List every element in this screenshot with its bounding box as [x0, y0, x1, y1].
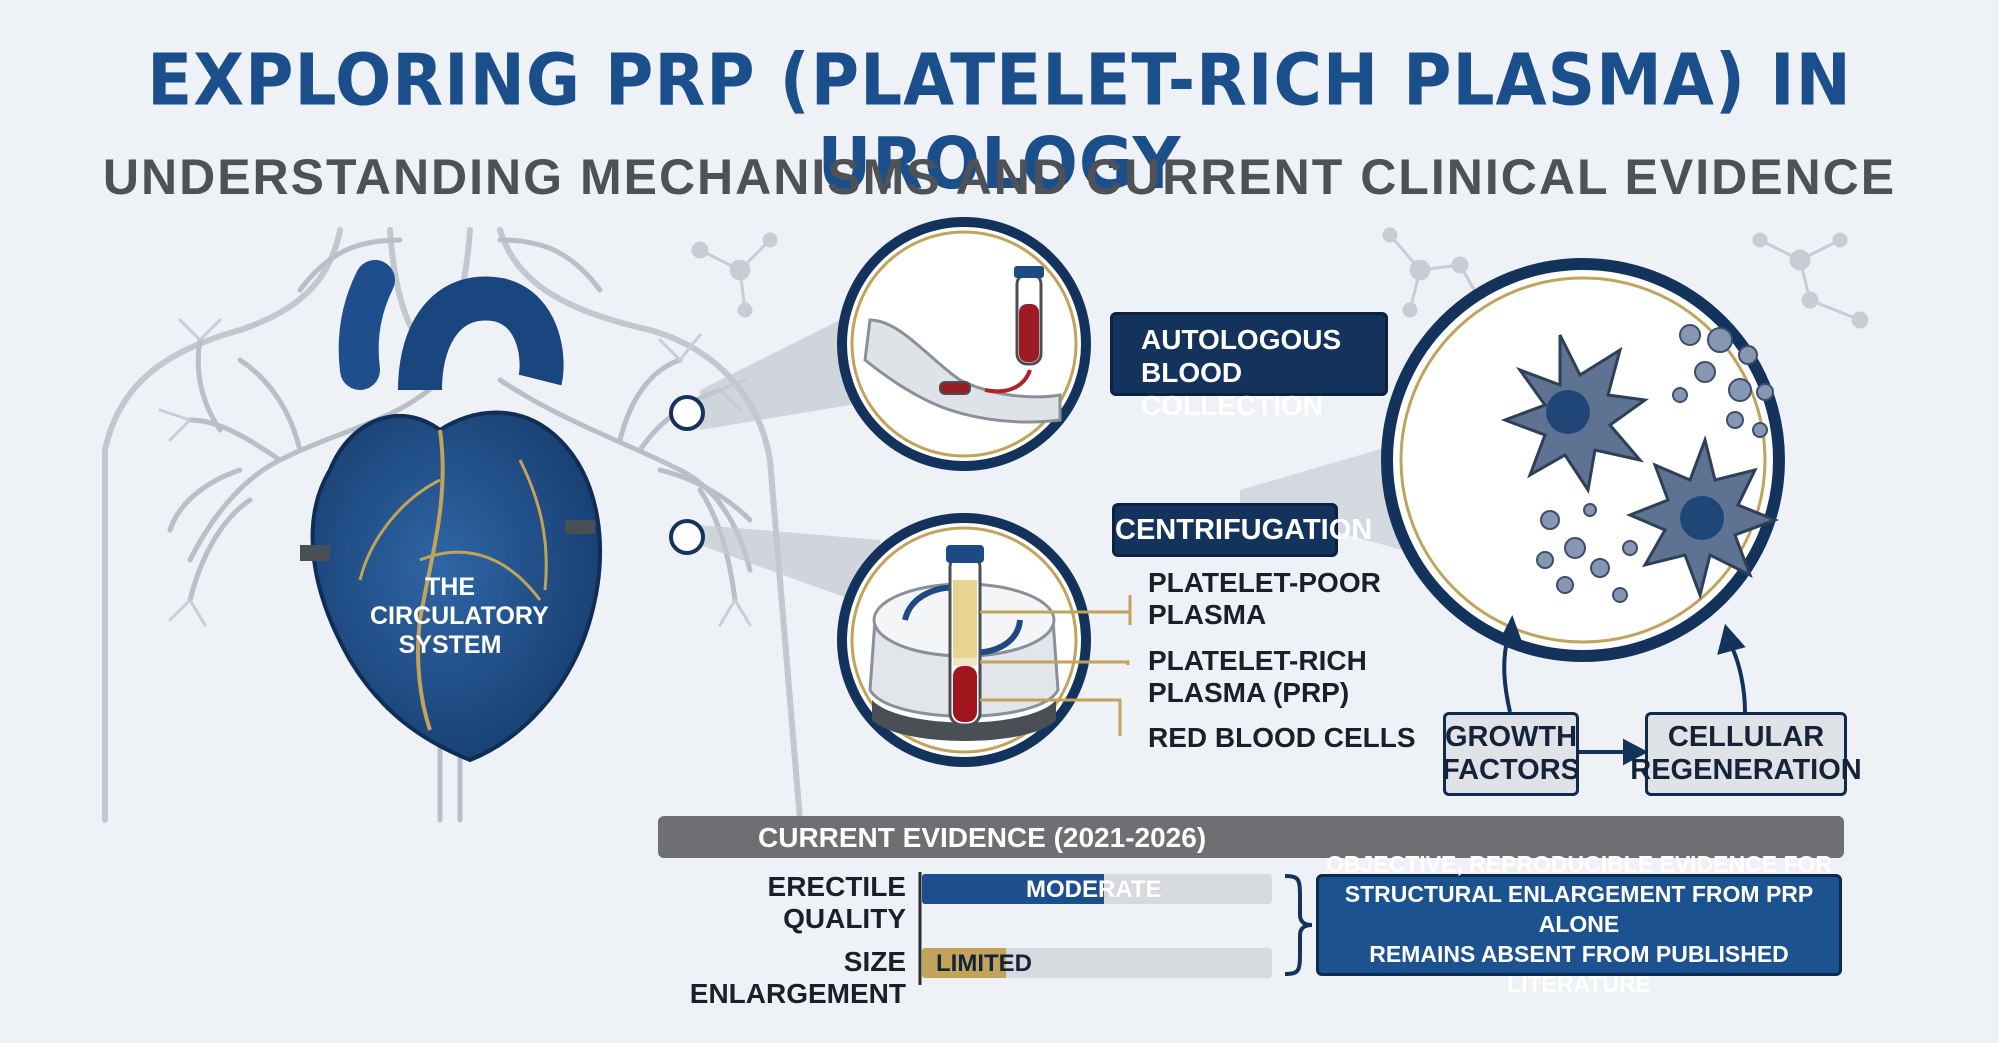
- erectile-quality-track: MODERATE: [922, 874, 1272, 904]
- centrifuge-icon: [837, 513, 1091, 767]
- blood-collection-line-2: BLOOD COLLECTION: [1141, 357, 1323, 422]
- hotspot-lower: [669, 519, 705, 555]
- regen-line-2: REGENERATION: [1630, 754, 1862, 786]
- note-line-2: STRUCTURAL ENLARGEMENT FROM PRP ALONE: [1344, 881, 1814, 938]
- size-enlargement-track: LIMITED: [922, 948, 1272, 978]
- ppp-line-1: PLATELET-POOR: [1148, 567, 1381, 598]
- platelet-poor-plasma-label: PLATELET-POOR PLASMA: [1148, 567, 1381, 631]
- heart-illustration: [300, 260, 602, 763]
- regen-line-1: CELLULAR: [1667, 720, 1825, 753]
- size-enlargement-level: LIMITED: [936, 950, 1032, 977]
- size-enlargement-bar: LIMITED: [922, 948, 1032, 978]
- growth-factor-cells-icon: [1381, 258, 1785, 662]
- mechanism-arrows: [1498, 614, 1747, 766]
- blood-collection-icon: [837, 217, 1091, 471]
- blood-collection-line-1: AUTOLOGOUS: [1141, 324, 1342, 355]
- molecule-decor: [691, 227, 1869, 329]
- growth-line-2: FACTORS: [1441, 754, 1581, 786]
- note-line-1: OBJECTIVE, REPRODUCIBLE EVIDENCE FOR: [1325, 851, 1833, 878]
- growth-line-1: GROWTH: [1444, 720, 1578, 753]
- prp-line-1: PLATELET-RICH: [1148, 645, 1367, 676]
- erectile-quality-level: MODERATE: [1026, 876, 1162, 903]
- evidence-header: CURRENT EVIDENCE (2021-2026): [658, 816, 1844, 858]
- erectile-quality-bar: MODERATE: [922, 874, 1162, 904]
- page-subtitle: UNDERSTANDING MECHANISMS AND CURRENT CLI…: [102, 149, 1897, 205]
- red-blood-cells-label: RED BLOOD CELLS: [1148, 722, 1416, 753]
- evidence-header-text: CURRENT EVIDENCE (2021-2026): [758, 822, 1207, 853]
- size-enlargement-label: SIZE ENLARGEMENT: [689, 946, 906, 1009]
- heart-label: THE CIRCULATORY SYSTEM: [370, 573, 549, 659]
- evidence-note: OBJECTIVE, REPRODUCIBLE EVIDENCE FOR STR…: [1316, 851, 1842, 997]
- callout-cone-lower: [700, 525, 880, 610]
- centrifugation-label: CENTRIFUGATION: [1112, 503, 1372, 557]
- note-line-3: REMAINS ABSENT FROM PUBLISHED LITERATURE: [1369, 940, 1789, 997]
- callout-cone-upper: [700, 300, 880, 430]
- page-title: EXPLORING PRP (PLATELET-RICH PLASMA) IN …: [147, 38, 1852, 206]
- growth-factors-box: GROWTH FACTORS: [1441, 712, 1581, 796]
- heart-label-line-1: THE: [425, 573, 475, 601]
- prp-line-2: PLASMA (PRP): [1148, 677, 1350, 709]
- hotspot-upper: [669, 395, 705, 431]
- heart-label-line-2: CIRCULATORY: [370, 601, 549, 630]
- evidence-bracket: [1284, 874, 1313, 976]
- ppp-line-2: PLASMA: [1148, 599, 1267, 631]
- platelet-rich-plasma-label: PLATELET-RICH PLASMA (PRP): [1148, 645, 1367, 709]
- heart-label-line-3: SYSTEM: [398, 630, 502, 659]
- layer-leaders: [980, 595, 1132, 736]
- cellular-regeneration-box: CELLULAR REGENERATION: [1630, 712, 1862, 796]
- blood-collection-label: AUTOLOGOUS BLOOD COLLECTION: [1110, 312, 1388, 421]
- erectile-quality-label: ERECTILE QUALITY: [767, 871, 906, 934]
